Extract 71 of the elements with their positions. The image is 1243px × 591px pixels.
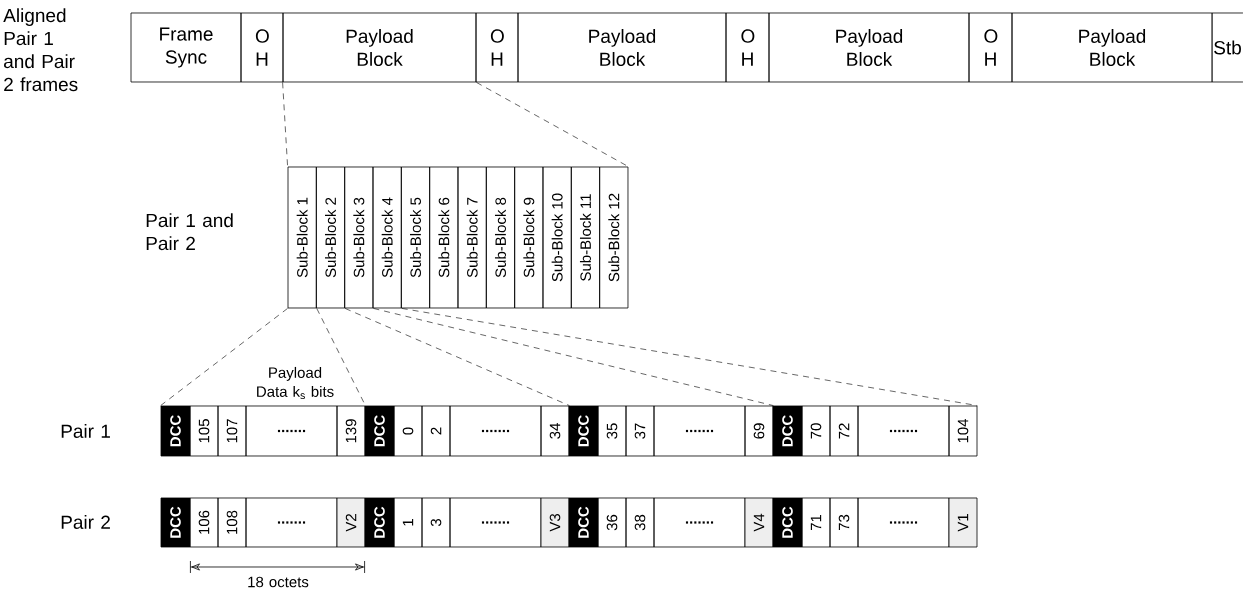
data-cell: 2 bbox=[421, 405, 451, 457]
sub-block-cell: Sub-Block 10 bbox=[542, 166, 572, 309]
dcc-cell: DCC bbox=[160, 497, 191, 548]
frame-cell: Payload Block bbox=[282, 12, 477, 83]
ellipsis-cell: ....... bbox=[857, 497, 950, 548]
data-cell: V2 bbox=[336, 497, 366, 548]
frame-cell: O H bbox=[240, 12, 284, 83]
dcc-cell: DCC bbox=[364, 497, 395, 548]
row-label: Pair 2 bbox=[61, 515, 110, 529]
sub-block-cell: Sub-Block 2 bbox=[315, 166, 346, 309]
ellipsis-cell: ....... bbox=[449, 405, 542, 457]
frame-cell: Frame Sync bbox=[130, 12, 242, 83]
sub-block-cell: Sub-Block 11 bbox=[570, 166, 601, 309]
expansion-line bbox=[373, 308, 774, 406]
ellipsis-cell: ....... bbox=[857, 405, 950, 457]
sub-block-cell: Sub-Block 4 bbox=[372, 166, 402, 309]
data-cell: 0 bbox=[393, 405, 423, 457]
dcc-cell: DCC bbox=[772, 405, 803, 457]
dcc-cell: DCC bbox=[160, 405, 191, 457]
data-cell: 106 bbox=[189, 497, 219, 548]
data-cell: 36 bbox=[597, 497, 627, 548]
expansion-line bbox=[476, 82, 629, 167]
frame-cell: Stb bbox=[1211, 12, 1243, 83]
frame-cell: O H bbox=[475, 12, 519, 83]
dcc-cell: DCC bbox=[568, 497, 599, 548]
expansion-line bbox=[160, 308, 288, 406]
data-cell: V4 bbox=[744, 497, 774, 548]
frame-cell: O H bbox=[968, 12, 1013, 83]
data-cell: 37 bbox=[625, 405, 655, 457]
sub-block-cell: Sub-Block 6 bbox=[429, 166, 459, 309]
data-cell: 73 bbox=[829, 497, 859, 548]
ellipsis-cell: ....... bbox=[245, 405, 338, 457]
ellipsis-cell: ....... bbox=[653, 497, 746, 548]
frame-cell: O H bbox=[725, 12, 770, 83]
sub-block-cell: Sub-Block 7 bbox=[457, 166, 487, 309]
row-label: Pair 1 bbox=[61, 424, 110, 438]
sub-block-cell: Sub-Block 5 bbox=[400, 166, 431, 309]
expansion-line bbox=[344, 308, 570, 406]
dcc-cell: DCC bbox=[364, 405, 395, 457]
frame-cell: Payload Block bbox=[768, 12, 970, 83]
data-cell: 71 bbox=[801, 497, 831, 548]
data-cell: 104 bbox=[948, 405, 978, 457]
data-cell: 108 bbox=[217, 497, 247, 548]
row-label: Pair 1 and Pair 2 bbox=[146, 213, 233, 251]
frame-cell: Payload Block bbox=[517, 12, 727, 83]
row-label: Aligned Pair 1 and Pair 2 frames bbox=[3, 8, 78, 92]
dimension-label: 18 octets bbox=[248, 576, 309, 588]
ellipsis-cell: ....... bbox=[245, 497, 338, 548]
dcc-cell: DCC bbox=[772, 497, 803, 548]
sub-block-cell: Sub-Block 12 bbox=[599, 166, 629, 309]
sub-block-cell: Sub-Block 3 bbox=[344, 166, 374, 309]
sub-block-cell: Sub-Block 8 bbox=[485, 166, 516, 309]
dcc-cell: DCC bbox=[568, 405, 599, 457]
data-cell: 38 bbox=[625, 497, 655, 548]
ellipsis-cell: ....... bbox=[449, 497, 542, 548]
data-cell: 72 bbox=[829, 405, 859, 457]
data-cell: 35 bbox=[597, 405, 627, 457]
field-label: Payload Data k$_{s}$ bits bbox=[257, 366, 334, 400]
ellipsis-cell: ....... bbox=[653, 405, 746, 457]
data-cell: V1 bbox=[948, 497, 978, 548]
frame-cell: Payload Block bbox=[1011, 12, 1213, 83]
sub-block-cell: Sub-Block 1 bbox=[287, 166, 317, 309]
data-cell: 1 bbox=[393, 497, 423, 548]
expansion-line bbox=[401, 308, 978, 406]
data-cell: 107 bbox=[217, 405, 247, 457]
expansion-line bbox=[282, 82, 288, 167]
data-cell: 3 bbox=[421, 497, 451, 548]
sub-block-cell: Sub-Block 9 bbox=[514, 166, 544, 309]
data-cell: 105 bbox=[189, 405, 219, 457]
data-cell: 70 bbox=[801, 405, 831, 457]
data-cell: V3 bbox=[540, 497, 570, 548]
